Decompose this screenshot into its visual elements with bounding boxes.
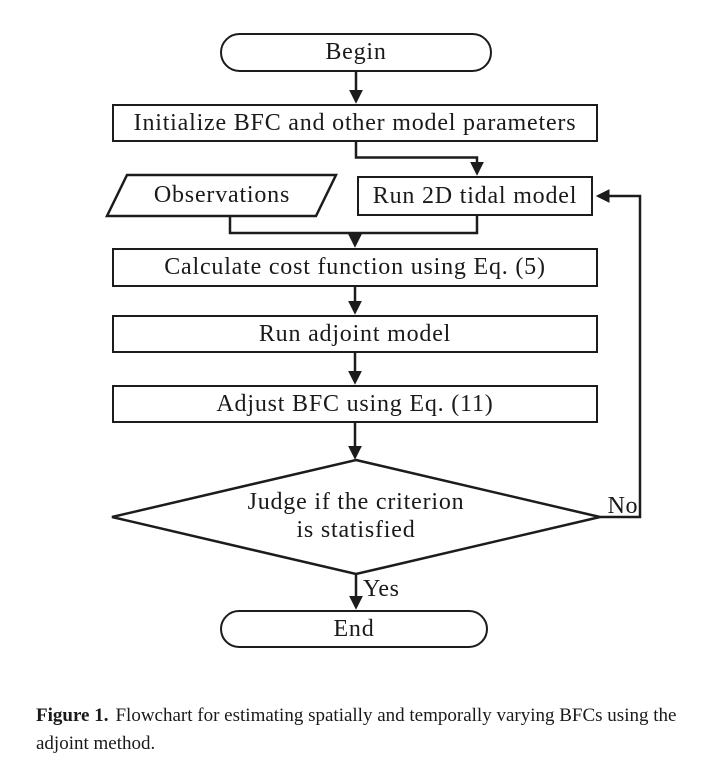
yes-edge-label: Yes (363, 576, 400, 602)
figure-caption-number: Figure 1. (36, 705, 109, 726)
figure-caption: Figure 1.Flowchart for estimating spatia… (36, 702, 686, 758)
adjust-bfc-node: Adjust BFC using Eq. (11) (112, 385, 598, 423)
run-2d-tidal-model-node: Run 2D tidal model (357, 176, 593, 216)
initialize-bfc-node: Initialize BFC and other model parameter… (112, 104, 598, 142)
no-edge-label: No (607, 493, 638, 519)
observations-parallelogram-shape (104, 173, 339, 218)
end-node: End (220, 610, 488, 648)
edge-merge-observations-runtidal (228, 215, 479, 235)
edge-judge-runtidal-no (595, 189, 642, 519)
run-adjoint-model-node: Run adjoint model (112, 315, 598, 353)
judge-diamond-label: Judge if the criterion is statisfied (176, 488, 536, 544)
begin-node: Begin (220, 33, 492, 72)
judge-label-line1: Judge if the criterion (247, 489, 465, 515)
observations-node-label: Observations (153, 182, 291, 208)
judge-label-line2: is statisfied (296, 517, 416, 543)
figure-caption-text: Flowchart for estimating spatially and t… (36, 705, 677, 754)
edge-initialize-runtidal (354, 142, 484, 176)
calculate-cost-function-node: Calculate cost function using Eq. (5) (112, 248, 598, 287)
